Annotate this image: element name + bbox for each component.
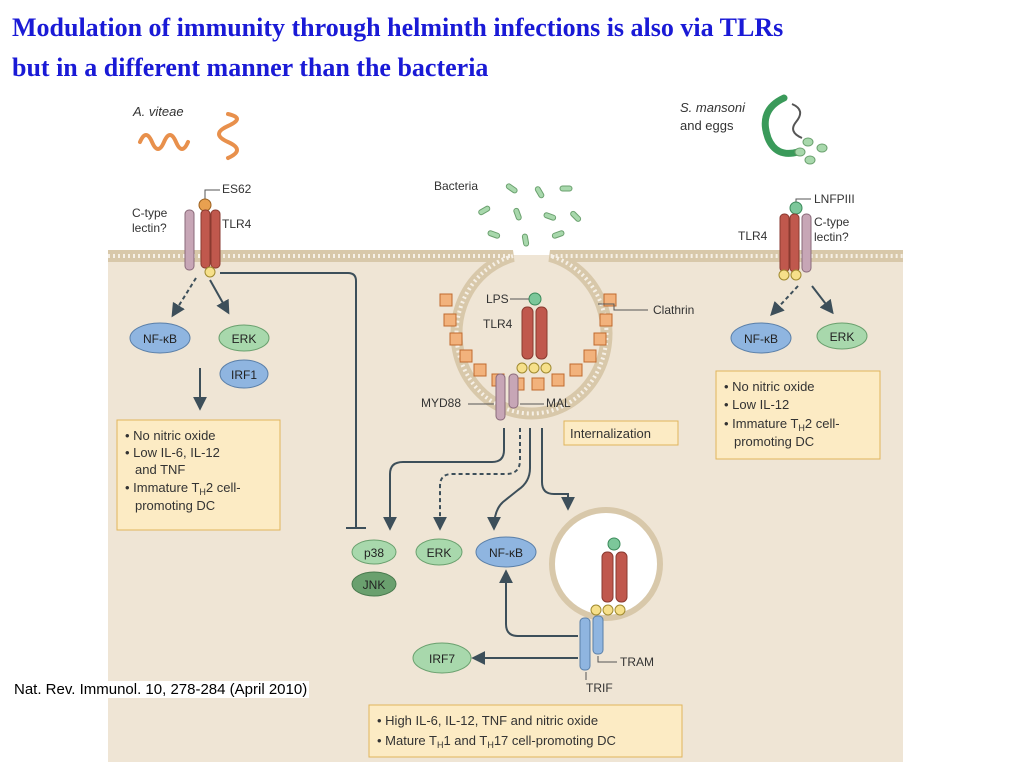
p38-label: p38 xyxy=(364,546,384,560)
clathrin-label: Clathrin xyxy=(653,303,694,317)
nfkb-node-left xyxy=(129,322,191,354)
slide-title: Modulation of immunity through helminth … xyxy=(12,8,1012,88)
trif-adaptor xyxy=(579,617,591,671)
mal-adaptor xyxy=(508,373,519,409)
outcome-right-2: • Low IL-12 xyxy=(724,397,789,412)
lectin-label-left-2: lectin? xyxy=(132,221,167,235)
bacteria-label: Bacteria xyxy=(434,179,478,193)
bacteria-cells xyxy=(478,183,582,247)
trif-label: TRIF xyxy=(586,681,613,695)
organism-label-right-2: and eggs xyxy=(680,118,734,133)
outcome-left-2: • Low IL-6, IL-12 xyxy=(125,445,220,460)
irf7-label: IRF7 xyxy=(429,652,455,666)
receptor-label-right: TLR4 xyxy=(738,229,768,243)
lectin-receptor-left xyxy=(184,209,195,271)
lnfpiii-ligand xyxy=(789,201,803,215)
internalization-box xyxy=(563,420,679,446)
tlr4-label-center: TLR4 xyxy=(483,317,513,331)
title-line-2: but in a different manner than the bacte… xyxy=(12,53,489,82)
es62-ligand xyxy=(198,198,212,212)
egg-icons xyxy=(794,137,828,165)
outcome-box-center xyxy=(368,704,683,758)
ligand-label-left: ES62 xyxy=(222,182,252,196)
plasma-membrane xyxy=(108,250,903,420)
worm-icon xyxy=(138,133,190,151)
tram-adaptor xyxy=(592,615,604,655)
nfkb-node-center xyxy=(475,536,537,568)
lectin-receptor-right xyxy=(801,213,812,273)
jnk-node xyxy=(351,571,397,597)
outcome-right-1: • No nitric oxide xyxy=(724,379,815,394)
lectin-label-right-1: C-type xyxy=(814,215,850,229)
worm-icon-2 xyxy=(217,112,239,160)
nfkb-label-right: NF-κB xyxy=(744,332,778,346)
receptor-label-left: TLR4 xyxy=(222,217,252,231)
outcome-box-left xyxy=(116,419,281,531)
tlr4-receptor-right-a xyxy=(779,213,790,273)
internalization-label: Internalization xyxy=(570,426,651,441)
tlr4-receptor-endosome-b xyxy=(615,551,628,603)
organism-label-right-1: S. mansoni xyxy=(680,100,746,115)
erk-label-left: ERK xyxy=(232,332,257,346)
nfkb-label-center: NF-κB xyxy=(489,546,523,560)
tlr-signaling-diagram: A. viteae ES62 C-type lectin? TLR4 NF-κB… xyxy=(108,94,903,762)
outcome-box-right xyxy=(715,370,881,460)
erk-node-left xyxy=(218,324,270,352)
myd88-label: MYD88 xyxy=(421,396,461,410)
lectin-label-right-2: lectin? xyxy=(814,230,849,244)
irf7-node xyxy=(412,642,472,674)
lectin-label-left-1: C-type xyxy=(132,206,168,220)
lps-label: LPS xyxy=(486,292,509,306)
irf1-label-left: IRF1 xyxy=(231,368,257,382)
outcome-right-3: • Immature TH2 cell- xyxy=(724,416,840,433)
title-line-1: Modulation of immunity through helminth … xyxy=(12,13,784,42)
tlr4-receptor-left-b xyxy=(210,209,221,269)
citation: Nat. Rev. Immunol. 10, 278-284 (April 20… xyxy=(12,681,310,698)
tlr4-receptor-endosome-a xyxy=(601,551,614,603)
schistosome-icon xyxy=(761,94,802,157)
outcome-right-4: promoting DC xyxy=(734,434,814,449)
irf1-node-left xyxy=(219,359,269,389)
tlr4-receptor-center-b xyxy=(535,306,548,360)
mal-label: MAL xyxy=(546,396,571,410)
nfkb-node-right xyxy=(730,322,792,354)
outcome-left-3: and TNF xyxy=(135,462,185,477)
outcome-center-2: • Mature TH1 and TH17 cell-promoting DC xyxy=(377,733,616,750)
erk-label-center: ERK xyxy=(427,546,452,560)
tram-label: TRAM xyxy=(620,655,654,669)
tlr4-receptor-right-b xyxy=(789,213,800,273)
lps-ligand-endosome xyxy=(607,537,621,551)
p38-node xyxy=(351,539,397,565)
organism-label-left: A. viteae xyxy=(132,104,184,119)
ligand-label-right: LNFPIII xyxy=(814,192,855,206)
myd88-adaptor xyxy=(495,373,506,421)
erk-node-right xyxy=(816,322,868,350)
outcome-left-1: • No nitric oxide xyxy=(125,428,216,443)
lps-ligand xyxy=(528,292,542,306)
jnk-label: JNK xyxy=(363,578,386,592)
erk-node-center xyxy=(415,538,463,566)
outcome-left-5: promoting DC xyxy=(135,498,215,513)
tlr4-receptor-center-a xyxy=(521,306,534,360)
nfkb-label-left: NF-κB xyxy=(143,332,177,346)
outcome-left-4: • Immature TH2 cell- xyxy=(125,480,241,497)
outcome-center-1: • High IL-6, IL-12, TNF and nitric oxide xyxy=(377,713,598,728)
tlr4-receptor-left-a xyxy=(200,209,211,269)
erk-label-right: ERK xyxy=(830,330,855,344)
